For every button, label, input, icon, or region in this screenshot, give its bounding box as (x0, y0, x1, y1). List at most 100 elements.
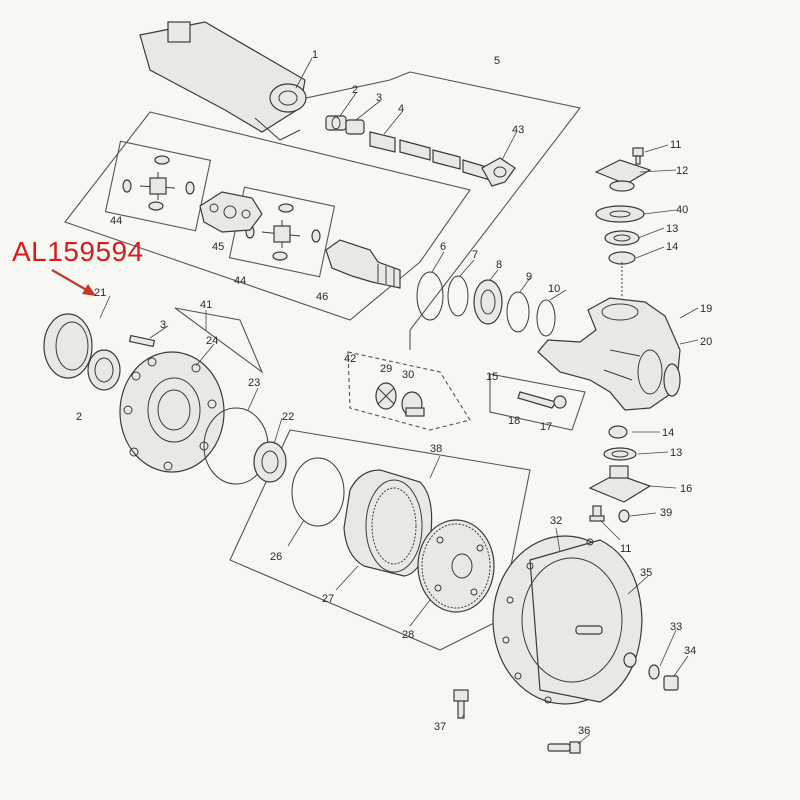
stud-3 (128, 334, 156, 348)
callout-3: 3 (376, 92, 382, 104)
splined-shaft-46 (325, 239, 401, 289)
callout-38: 38 (430, 443, 442, 455)
snap-ring-7 (447, 275, 469, 317)
axle-housing (139, 21, 307, 141)
callout-36: 36 (578, 725, 590, 737)
callout-37: 37 (434, 721, 446, 733)
ring-2-left (87, 349, 121, 391)
yoke-43 (481, 157, 516, 187)
plug-35 (623, 652, 637, 668)
planetary-housing (492, 535, 643, 705)
callout-3-left: 3 (160, 319, 166, 331)
callout-34: 34 (684, 645, 696, 657)
washer-39 (618, 509, 630, 523)
seal-9 (506, 291, 530, 333)
callout-46: 46 (316, 291, 328, 303)
bearing-22 (253, 441, 287, 483)
callout-42: 42 (344, 353, 356, 365)
bolt-11-top (632, 147, 644, 165)
part-number-label: AL159594 (12, 236, 144, 267)
callout-40: 40 (676, 204, 688, 216)
callout-labels: 1 2 3 4 5 43 11 12 40 13 14 44 44 45 46 … (76, 49, 712, 737)
callout-19: 19 (700, 303, 712, 315)
callout-1: 1 (312, 49, 318, 61)
ujoint-box-left (104, 140, 212, 232)
callout-23: 23 (248, 377, 260, 389)
callout-9: 9 (526, 271, 532, 283)
nut-17 (553, 395, 567, 409)
callout-30: 30 (402, 369, 414, 381)
cap-16 (588, 465, 652, 503)
washer-33 (648, 664, 660, 680)
callout-6: 6 (440, 241, 446, 253)
group-frame-44-45 (64, 111, 471, 321)
snap-ring-26 (291, 457, 345, 527)
callout-15: 15 (486, 371, 498, 383)
callout-2-left: 2 (76, 411, 82, 423)
bolt-36 (547, 741, 581, 754)
bolt-11-bottom (589, 505, 605, 522)
shim-40 (595, 205, 645, 223)
bolt-37 (453, 689, 469, 719)
callout-10: 10 (548, 283, 560, 295)
leader-lines (99, 57, 699, 745)
callout-39: 39 (660, 507, 672, 519)
group-frame-5 (409, 71, 581, 350)
callout-14-bottom: 14 (662, 427, 674, 439)
planet-gear-28 (417, 519, 495, 613)
callout-11-bottom: 11 (620, 543, 631, 555)
seal-21 (43, 313, 93, 379)
callout-13-top: 13 (666, 223, 678, 235)
bushing-2 (325, 115, 347, 131)
bearing-13-top (604, 230, 640, 246)
callout-22: 22 (282, 411, 294, 423)
callout-27: 27 (322, 593, 334, 605)
pin-18 (517, 391, 557, 409)
callout-2: 2 (352, 84, 358, 96)
callout-16: 16 (680, 483, 692, 495)
callout-43: 43 (512, 124, 524, 136)
group-frame-42 (347, 351, 471, 431)
group-frame-15 (489, 373, 586, 431)
callout-8: 8 (496, 259, 502, 271)
ujoint-44-right (245, 203, 321, 261)
callout-20: 20 (700, 336, 712, 348)
callout-35: 35 (640, 567, 652, 579)
callout-14-top: 14 (666, 241, 678, 253)
callout-24: 24 (206, 335, 218, 347)
callout-5: 5 (494, 55, 500, 67)
callout-41: 41 (200, 299, 212, 311)
cap-12 (594, 159, 652, 192)
callout-32: 32 (550, 515, 562, 527)
bearing-8 (473, 279, 503, 325)
bushing-3 (345, 119, 365, 135)
callout-18: 18 (508, 415, 520, 427)
snap-ring-6 (416, 271, 444, 321)
pinion-29 (375, 382, 397, 410)
cup-14-bottom (608, 425, 628, 439)
callout-17: 17 (540, 421, 552, 433)
callout-12: 12 (676, 165, 688, 177)
callout-26: 26 (270, 551, 282, 563)
shaft-42 (405, 407, 425, 417)
callout-11-top: 11 (670, 139, 681, 151)
callout-45: 45 (212, 241, 224, 253)
callout-28: 28 (402, 629, 414, 641)
wheel-hub-24 (119, 351, 225, 473)
steering-knuckle (537, 262, 681, 411)
drive-shaft-4 (369, 131, 491, 181)
group-frame-38 (229, 429, 531, 651)
callout-33: 33 (670, 621, 682, 633)
bearing-13-bottom (603, 447, 637, 461)
highlight-arrow (51, 269, 96, 296)
callout-44-right: 44 (234, 275, 246, 287)
callout-13-bottom: 13 (670, 447, 682, 459)
snap-ring-10 (536, 299, 556, 337)
callout-29: 29 (380, 363, 392, 375)
callout-4: 4 (398, 103, 404, 115)
center-yoke-45 (199, 191, 263, 233)
callout-21: 21 (94, 287, 106, 299)
ujoint-44-left (122, 155, 195, 211)
